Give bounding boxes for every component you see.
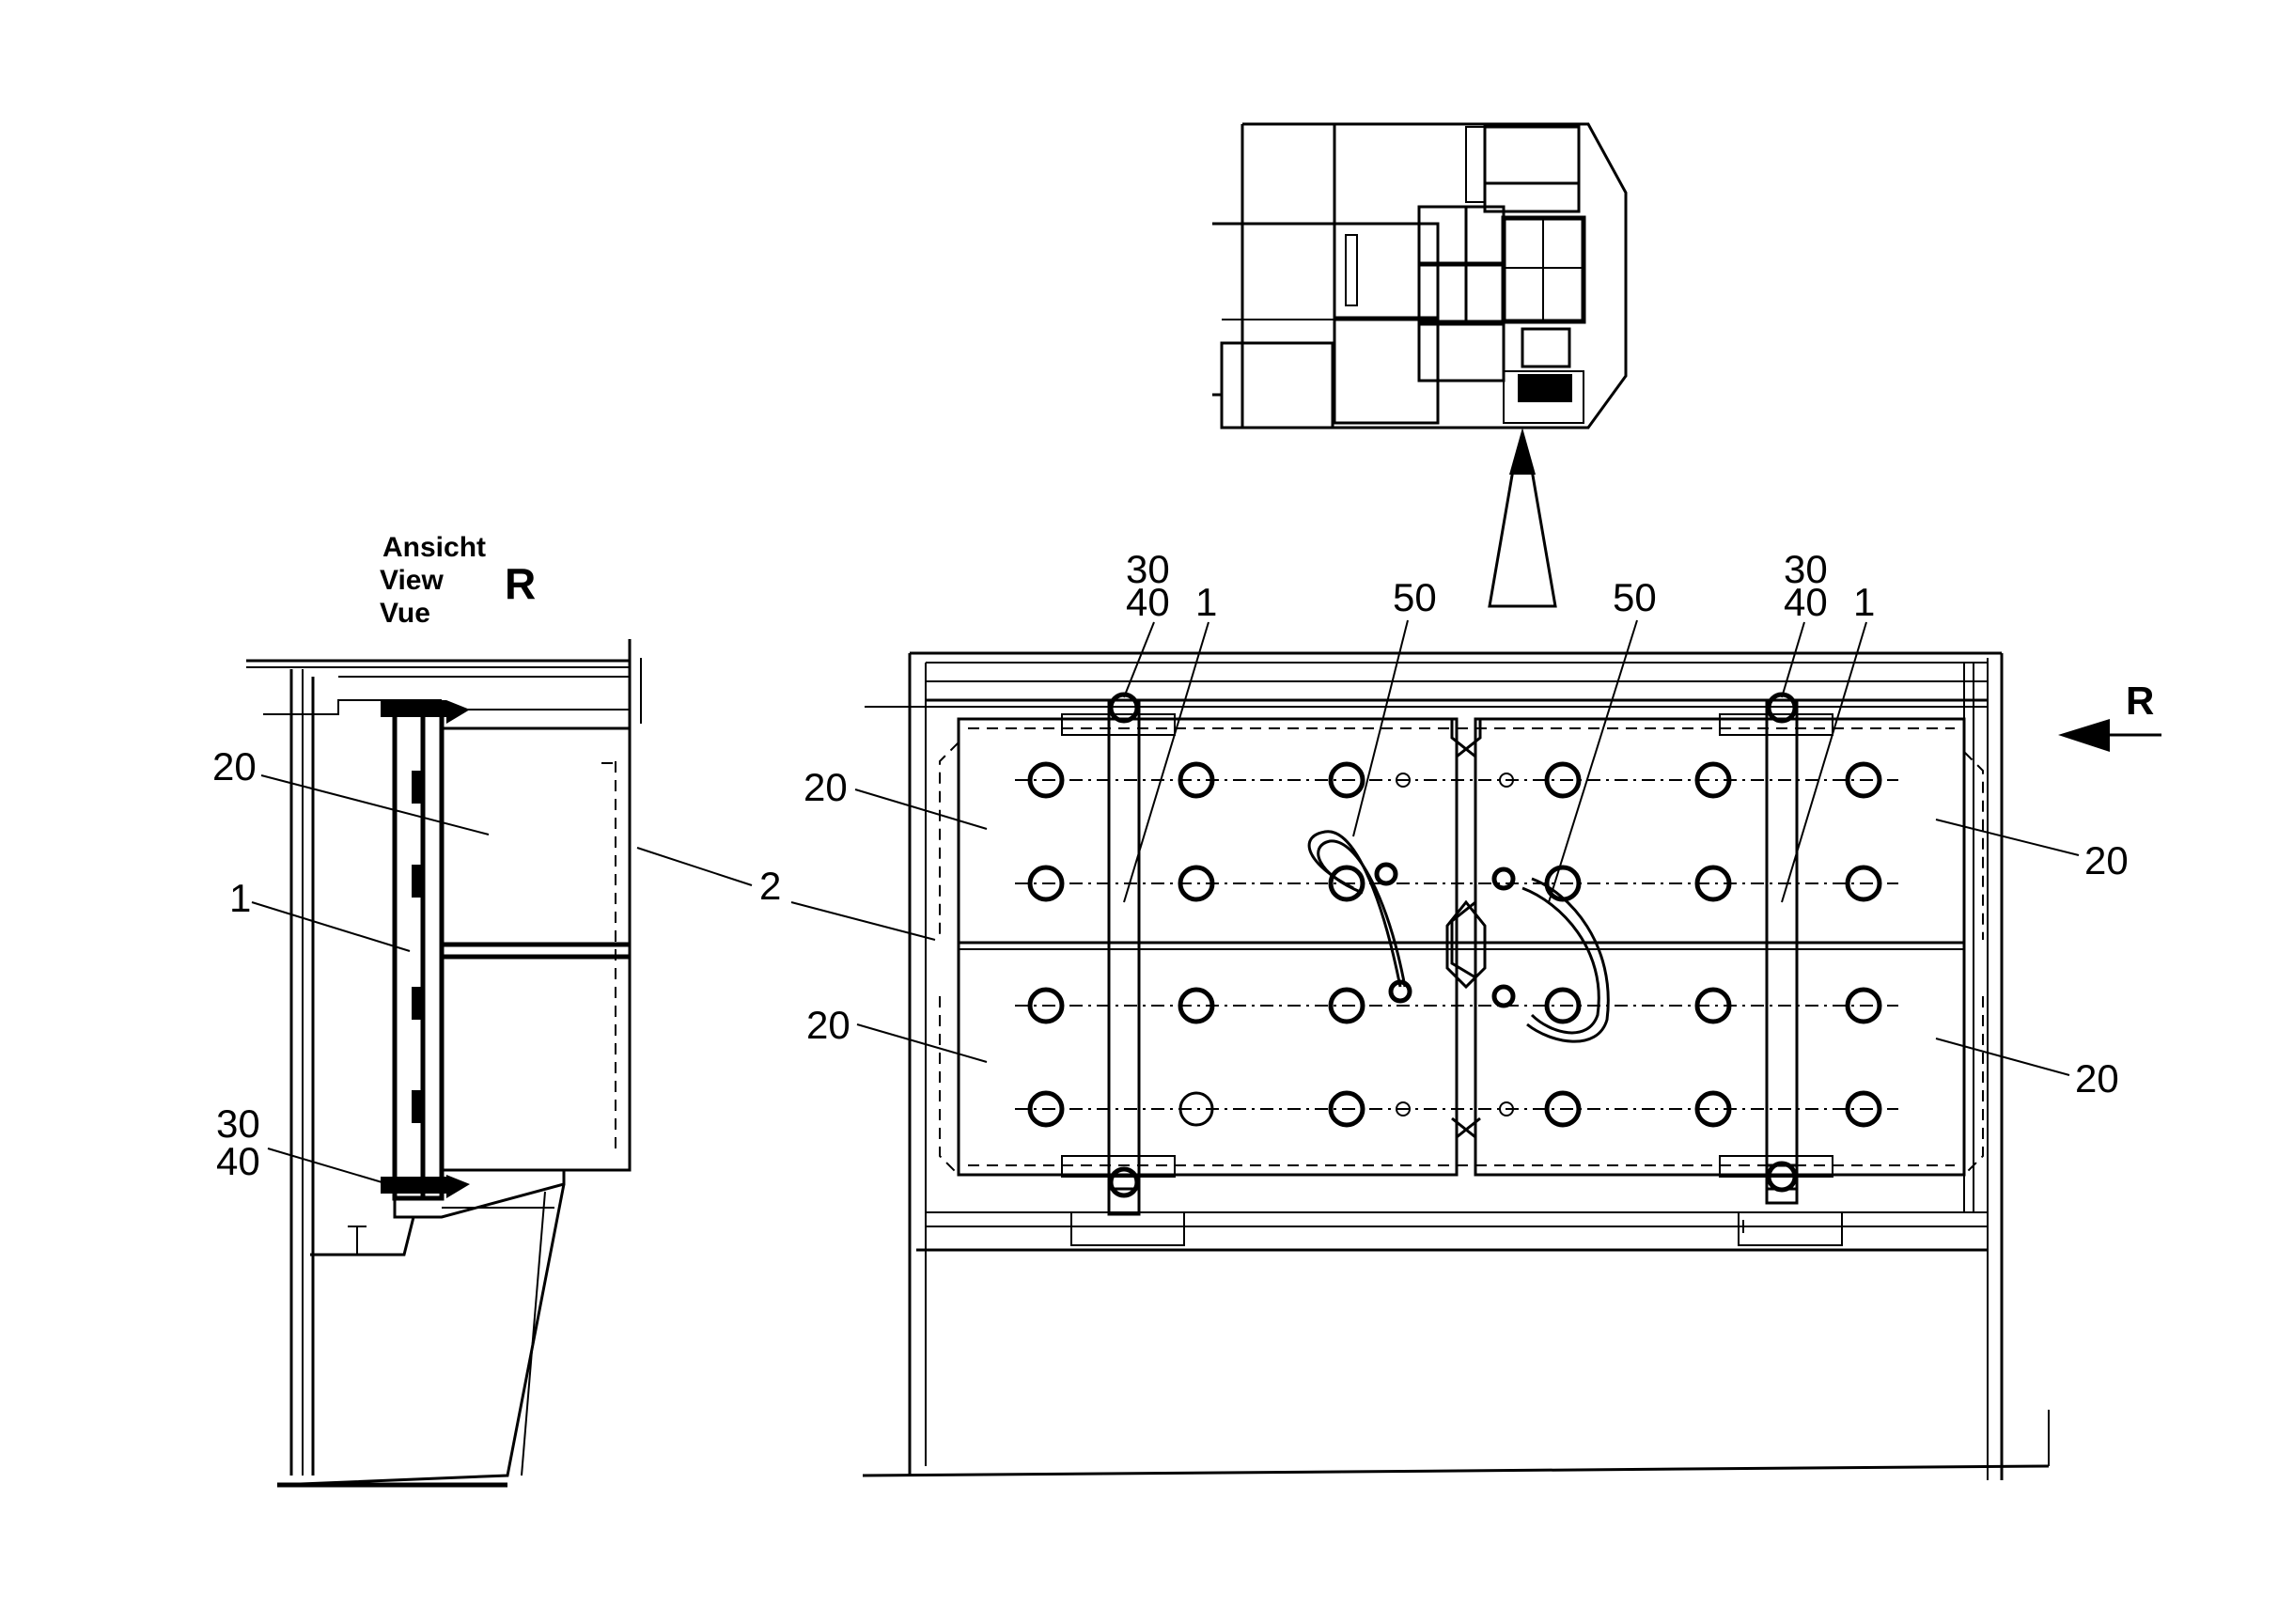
- view-label-de: Ansicht: [382, 532, 486, 563]
- main-callout-left-1: 1: [1195, 580, 1217, 624]
- battery-cables: [1307, 830, 1610, 1043]
- locator-arrow: [1488, 428, 1557, 608]
- main-callout-right-20-top: 20: [2084, 838, 2129, 882]
- side-callout-30: 30: [216, 1101, 260, 1146]
- main-callout-right-20-bottom: 20: [2075, 1056, 2119, 1101]
- battery-compartment-view: [862, 651, 2050, 1480]
- machine-locator-view: [1212, 122, 1628, 429]
- side-callout-1: 1: [229, 876, 251, 920]
- main-callout-left-30: 30: [1126, 547, 1170, 591]
- side-view-r: [246, 639, 642, 1488]
- side-view-callouts: 20 1 2 30 40: [212, 744, 936, 1187]
- main-callout-right-50: 50: [1613, 575, 1657, 619]
- battery-terminals: [1027, 761, 1882, 1128]
- main-view-callouts: 30 40 1 50 50 30 40 1 20 20 20 20: [804, 547, 2129, 1101]
- view-label-en: View: [380, 565, 444, 596]
- main-callout-left-20-bottom: 20: [806, 1003, 850, 1047]
- view-label-letter: R: [505, 559, 536, 608]
- main-callout-left-40: 40: [1126, 580, 1170, 624]
- main-callout-right-30: 30: [1784, 547, 1828, 591]
- view-direction-arrow: R: [2058, 679, 2161, 752]
- side-callout-40: 40: [216, 1139, 260, 1183]
- view-label-fr: Vue: [380, 598, 430, 629]
- view-label: Ansicht View Vue R: [380, 532, 536, 629]
- main-callout-right-40: 40: [1784, 580, 1828, 624]
- side-callout-20: 20: [212, 744, 257, 789]
- side-callout-2: 2: [759, 864, 781, 908]
- main-callout-right-1: 1: [1853, 580, 1875, 624]
- terminal-centerlines: [1015, 779, 1898, 1110]
- view-arrow-letter: R: [2126, 679, 2154, 723]
- main-callout-left-50: 50: [1393, 575, 1437, 619]
- main-callout-left-20-top: 20: [804, 765, 848, 809]
